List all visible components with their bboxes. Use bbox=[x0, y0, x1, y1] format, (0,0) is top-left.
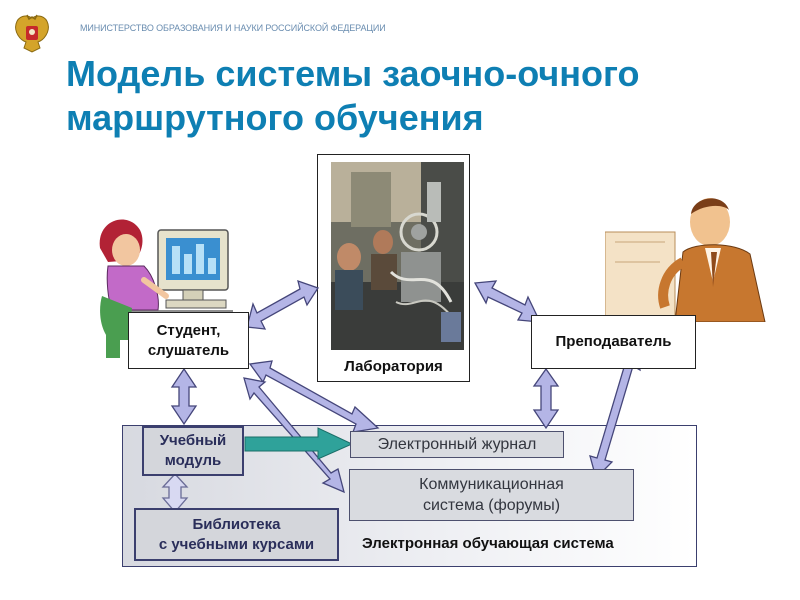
teacher-box: Преподаватель bbox=[531, 315, 696, 369]
student-at-computer-icon bbox=[99, 219, 233, 358]
learning-module-box: Учебный модуль bbox=[142, 426, 244, 476]
library-label-line2: с учебными курсами bbox=[158, 535, 315, 553]
comm-label-line2: система (форумы) bbox=[422, 497, 561, 514]
teacher-label: Преподаватель bbox=[555, 333, 672, 350]
student-label-line2: слушатель bbox=[147, 341, 230, 359]
arrow-student-comm bbox=[243, 377, 345, 494]
arrow-student-module bbox=[170, 367, 198, 426]
student-box: Студент, слушатель bbox=[128, 312, 249, 369]
teacher-icon bbox=[605, 198, 766, 322]
title-line-2: маршрутного обучения bbox=[66, 97, 484, 138]
journal-label: Электронный журнал bbox=[377, 436, 537, 453]
laboratory-photo bbox=[331, 162, 464, 350]
arrow-student-lab bbox=[246, 279, 319, 330]
laboratory-label: Лаборатория bbox=[344, 357, 443, 375]
journal-box: Электронный журнал bbox=[350, 431, 564, 458]
e-learning-system-label: Электронная обучающая система bbox=[362, 535, 614, 552]
student-label-line1: Студент, bbox=[156, 321, 221, 339]
page-title: Модель системы заочно-очного маршрутного… bbox=[66, 52, 786, 140]
arrow-module-library bbox=[161, 473, 189, 513]
ministry-header: МИНИСТЕРСТВО ОБРАЗОВАНИЯ И НАУКИ РОССИЙС… bbox=[80, 23, 386, 33]
module-label-line2: модуль bbox=[164, 452, 222, 469]
communication-system-box: Коммуникационная система (форумы) bbox=[349, 469, 634, 521]
library-label-line1: Библиотека bbox=[192, 515, 281, 533]
library-box: Библиотека с учебными курсами bbox=[134, 508, 339, 561]
comm-label-line1: Коммуникационная bbox=[419, 476, 564, 493]
arrow-student-journal bbox=[248, 360, 380, 433]
russian-emblem-icon bbox=[15, 14, 49, 53]
arrow-module-journal bbox=[244, 427, 354, 460]
title-line-1: Модель системы заочно-очного bbox=[66, 53, 640, 94]
module-label-line1: Учебный bbox=[159, 432, 227, 449]
arrow-teacher-system bbox=[532, 367, 560, 430]
